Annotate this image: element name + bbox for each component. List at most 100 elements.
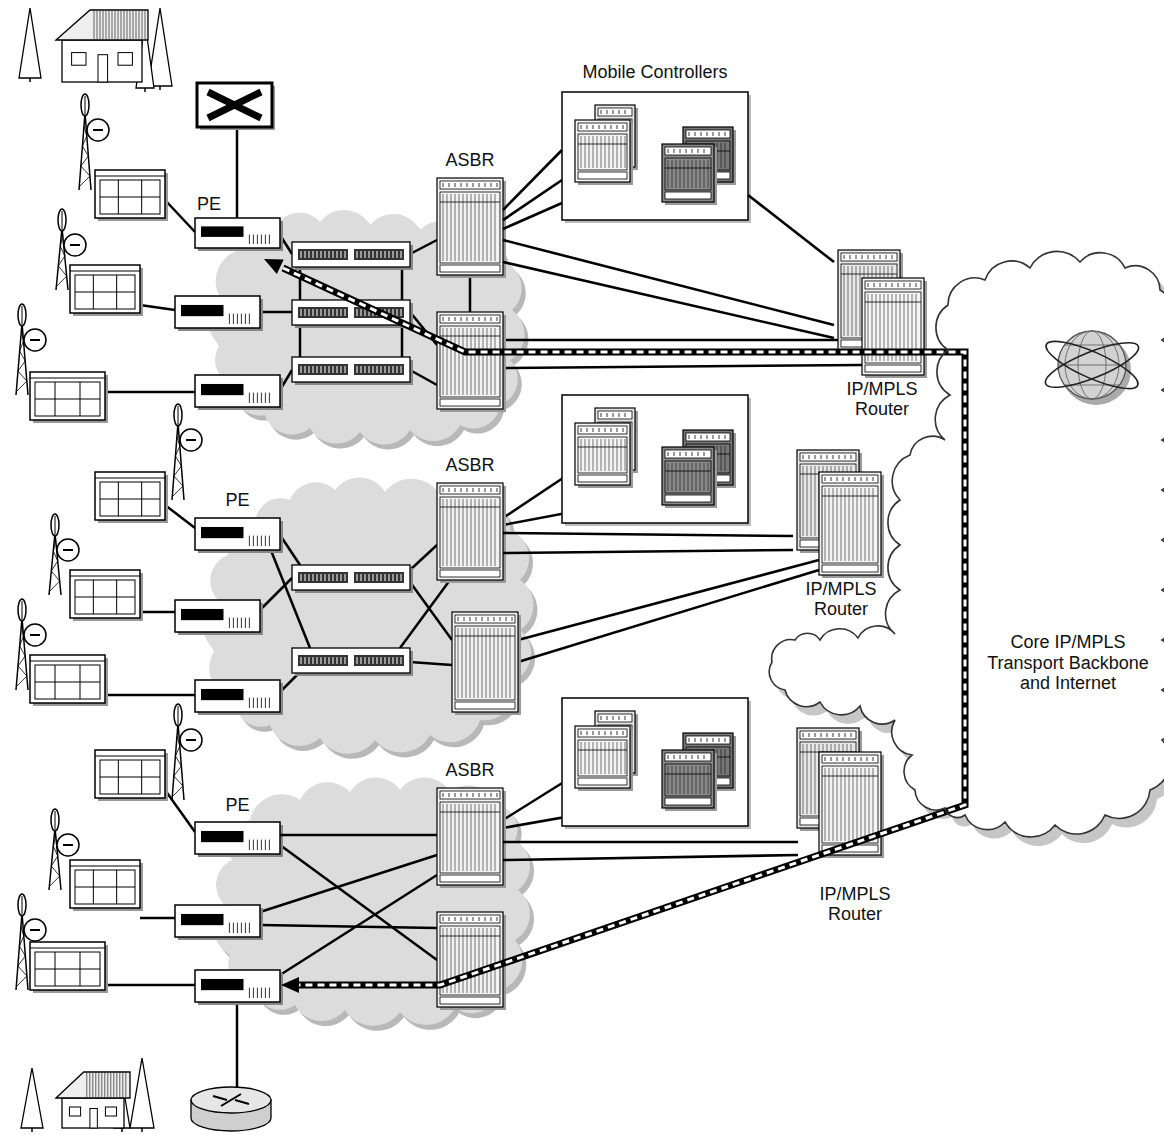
edge-router-vent xyxy=(257,235,258,245)
chassis-card xyxy=(688,766,689,794)
chassis-card xyxy=(609,136,610,168)
link-line xyxy=(105,694,195,697)
chassis-tick xyxy=(815,733,816,737)
chassis-card xyxy=(478,628,479,698)
switch-port xyxy=(385,657,386,664)
antenna-stem xyxy=(62,211,63,230)
cabinet-shadow xyxy=(73,863,143,911)
chassis-card-area xyxy=(822,766,878,843)
switch-port xyxy=(389,657,390,664)
chassis-body xyxy=(437,912,503,1007)
edge-router-bar xyxy=(181,914,224,925)
antenna-stem xyxy=(22,601,23,620)
switch-port xyxy=(397,309,398,316)
chassis-header xyxy=(686,736,730,744)
chassis-tick xyxy=(839,733,840,737)
cabinet-roof xyxy=(30,661,105,662)
chassis-card xyxy=(483,328,484,395)
edge-router-body xyxy=(195,518,280,550)
tree xyxy=(130,1058,154,1128)
cabinet-doors xyxy=(75,275,135,309)
chassis-tick xyxy=(607,716,608,720)
chassis-card xyxy=(451,194,452,261)
switch-port xyxy=(329,309,330,316)
chassis-tick xyxy=(809,455,810,459)
cabinet-body xyxy=(95,472,165,520)
chassis-tick xyxy=(833,455,834,459)
switch-port xyxy=(377,574,378,581)
dish-feed xyxy=(186,439,196,441)
edge-router-vent xyxy=(237,314,238,324)
chassis-tick xyxy=(599,731,600,735)
chassis-card xyxy=(581,439,582,471)
chassis-card xyxy=(857,488,858,561)
chassis-body xyxy=(437,312,503,409)
edge-router-body xyxy=(175,600,260,632)
switch-port xyxy=(301,366,302,373)
cloud-outline-layer xyxy=(755,240,1164,840)
edge-router-vent xyxy=(269,698,270,708)
cell-site-cabinet xyxy=(30,655,108,706)
chassis-tick xyxy=(497,917,498,921)
switch-port xyxy=(401,657,402,664)
chassis-card xyxy=(483,499,484,566)
switch-port xyxy=(357,251,358,258)
chassis-tick xyxy=(623,731,624,735)
chassis-card xyxy=(451,499,452,566)
chassis-card xyxy=(833,768,834,841)
cabinet-roof xyxy=(95,176,165,177)
chassis-band xyxy=(578,447,627,448)
switch-port xyxy=(389,251,390,258)
chassis-tick xyxy=(843,477,844,481)
chassis-tick xyxy=(862,255,863,259)
globe xyxy=(1058,331,1126,399)
router-chassis xyxy=(662,144,717,205)
chassis-footer xyxy=(822,565,878,572)
chassis-card xyxy=(581,136,582,168)
edge-router-vent xyxy=(265,988,266,998)
switch-port xyxy=(389,574,390,581)
chassis-footer xyxy=(440,997,500,1004)
chassis-card xyxy=(487,328,488,395)
chassis-card xyxy=(601,439,602,471)
chassis-tick xyxy=(695,738,696,742)
chassis-card xyxy=(721,749,722,774)
switch-cross xyxy=(208,92,261,118)
chassis-tick xyxy=(458,617,459,621)
network-device: IP/MPLS Router xyxy=(793,450,889,620)
edge-router-vent xyxy=(229,314,230,324)
chassis-body xyxy=(437,788,503,885)
router-chassis xyxy=(575,120,633,185)
chassis-card xyxy=(466,628,467,698)
chassis-card xyxy=(721,143,722,168)
chassis-card xyxy=(825,768,826,841)
chassis-card xyxy=(688,160,689,188)
chassis-header xyxy=(686,433,730,441)
chassis-card xyxy=(491,328,492,395)
chassis-card xyxy=(845,768,846,841)
link-line xyxy=(105,984,195,987)
chassis-tick xyxy=(491,793,492,797)
edge-router xyxy=(175,905,263,940)
cabinet-doors xyxy=(35,665,100,699)
chassis-tick xyxy=(845,733,846,737)
edge-router-vent xyxy=(269,988,270,998)
aggregation-switch xyxy=(292,357,413,385)
chassis-card xyxy=(696,766,697,794)
chassis-card xyxy=(725,143,726,168)
chassis-card xyxy=(803,744,804,814)
chassis-card xyxy=(841,488,842,561)
chassis-card xyxy=(443,499,444,566)
device-label: PE xyxy=(225,795,249,816)
chassis-card xyxy=(609,742,610,774)
switch-port xyxy=(333,309,334,316)
dish-feed xyxy=(70,244,80,246)
chassis-tick xyxy=(617,428,618,432)
chassis-card xyxy=(475,499,476,566)
chassis-card xyxy=(459,194,460,261)
switch-port xyxy=(321,366,322,373)
chassis-card xyxy=(725,749,726,774)
chassis-tick xyxy=(827,733,828,737)
chassis-tick xyxy=(886,283,887,287)
